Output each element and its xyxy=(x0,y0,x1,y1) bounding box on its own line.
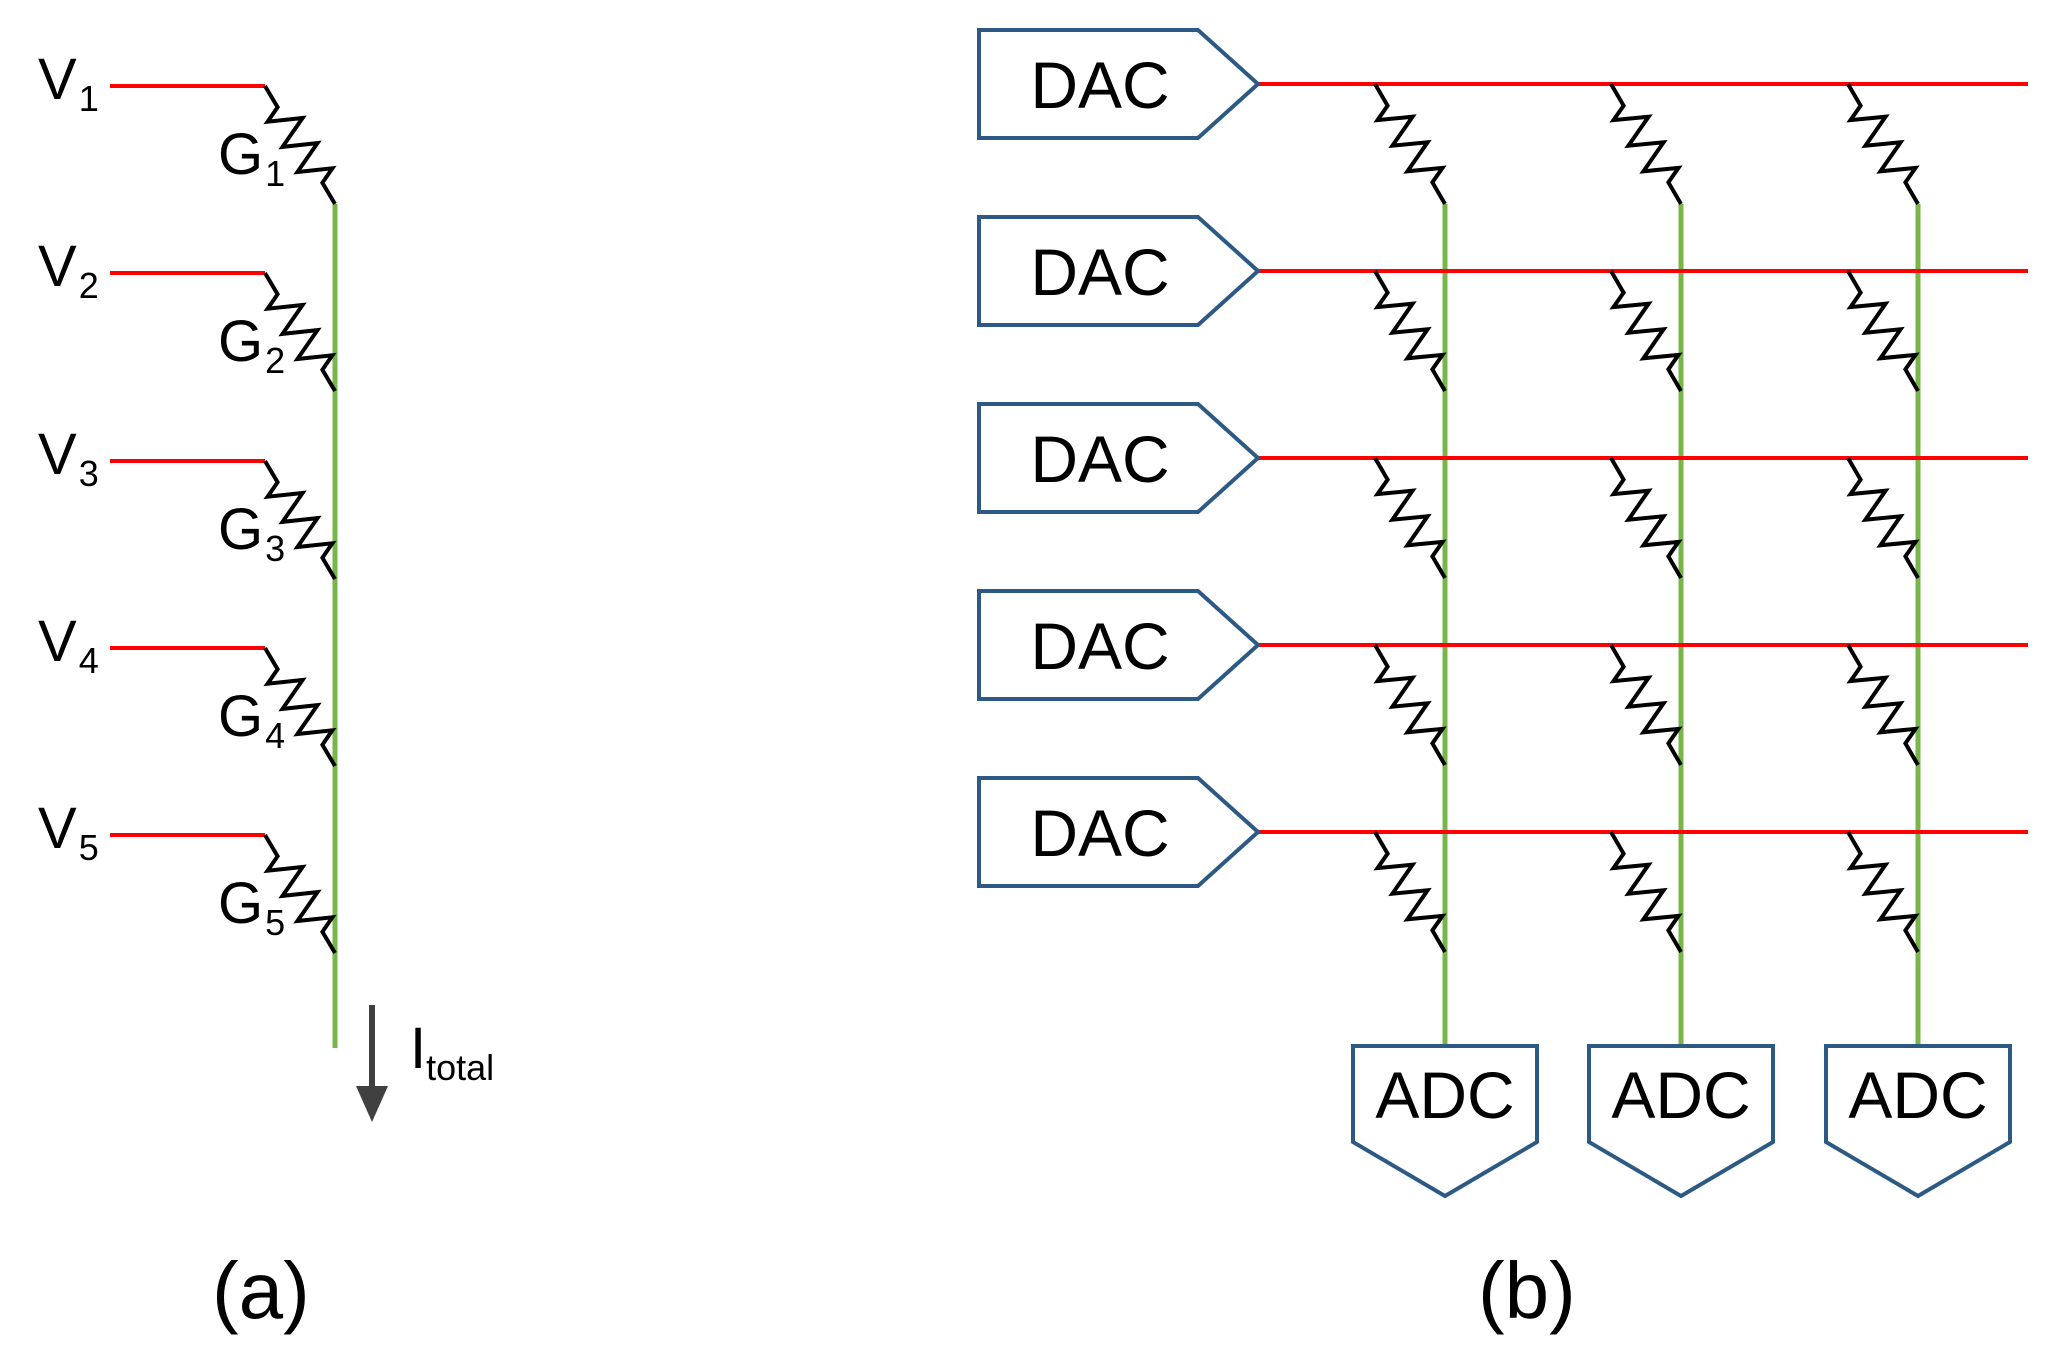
resistor-icon xyxy=(1846,830,1920,954)
adc-label: ADC xyxy=(1848,1058,1987,1132)
adc-block: ADC xyxy=(1587,1044,1775,1199)
panel-a-label: (a) xyxy=(212,1246,310,1335)
dac-shape xyxy=(977,28,1261,140)
voltage-label: V3 xyxy=(38,422,99,494)
resistor-icon xyxy=(1609,830,1683,954)
dac-block: DAC xyxy=(977,776,1261,888)
dac-label: DAC xyxy=(1030,422,1169,496)
resistor-icon xyxy=(1846,82,1920,206)
resistor-icon xyxy=(1846,269,1920,393)
resistor-icon xyxy=(1373,82,1447,206)
dac-block: DAC xyxy=(977,215,1261,327)
panel-b-crossbar-array: DAC DAC DAC DAC DAC ADC ADC ADC (b) xyxy=(977,28,2028,1335)
dac-shape xyxy=(977,589,1261,701)
resistor-icon xyxy=(263,833,337,955)
current-label: Itotal xyxy=(410,1016,494,1088)
dac-label: DAC xyxy=(1030,235,1169,309)
resistor-icon xyxy=(1609,643,1683,767)
current-indicator: Itotal xyxy=(356,1005,494,1122)
dac-label: DAC xyxy=(1030,48,1169,122)
resistor-icon xyxy=(1609,269,1683,393)
adc-shape xyxy=(1824,1044,2012,1199)
voltage-label: V2 xyxy=(38,234,99,306)
resistor-icon xyxy=(1373,830,1447,954)
resistor-icon xyxy=(263,459,337,581)
resistor-icon xyxy=(1609,82,1683,206)
dac-label: DAC xyxy=(1030,796,1169,870)
resistor-icon xyxy=(263,271,337,393)
resistor-icon xyxy=(1373,269,1447,393)
adc-block: ADC xyxy=(1351,1044,1539,1199)
resistor-icon xyxy=(1846,456,1920,580)
dac-shape xyxy=(977,402,1261,514)
adc-shape xyxy=(1351,1044,1539,1199)
dac-label: DAC xyxy=(1030,609,1169,683)
dac-shape xyxy=(977,776,1261,888)
conductance-label: G1 xyxy=(218,122,285,194)
dac-block: DAC xyxy=(977,402,1261,514)
resistor-icon xyxy=(263,84,337,206)
adc-label: ADC xyxy=(1375,1058,1514,1132)
adc-shape xyxy=(1587,1044,1775,1199)
resistor-icon xyxy=(263,646,337,768)
dac-block: DAC xyxy=(977,589,1261,701)
conductance-label: G4 xyxy=(218,684,285,756)
conductance-label: G3 xyxy=(218,497,285,569)
voltage-label: V4 xyxy=(38,609,99,681)
panel-b-label: (b) xyxy=(1478,1246,1576,1335)
dac-block: DAC xyxy=(977,28,1261,140)
adc-label: ADC xyxy=(1611,1058,1750,1132)
resistor-icon xyxy=(1373,643,1447,767)
resistor-icon xyxy=(1373,456,1447,580)
conductance-label: G2 xyxy=(218,309,285,381)
adc-block: ADC xyxy=(1824,1044,2012,1199)
resistor-icon xyxy=(1846,643,1920,767)
voltage-label: V5 xyxy=(38,796,99,868)
resistor-icon xyxy=(1609,456,1683,580)
dac-shape xyxy=(977,215,1261,327)
voltage-label: V1 xyxy=(38,47,99,119)
conductance-label: G5 xyxy=(218,871,285,943)
arrow-head-down-icon xyxy=(356,1086,388,1122)
